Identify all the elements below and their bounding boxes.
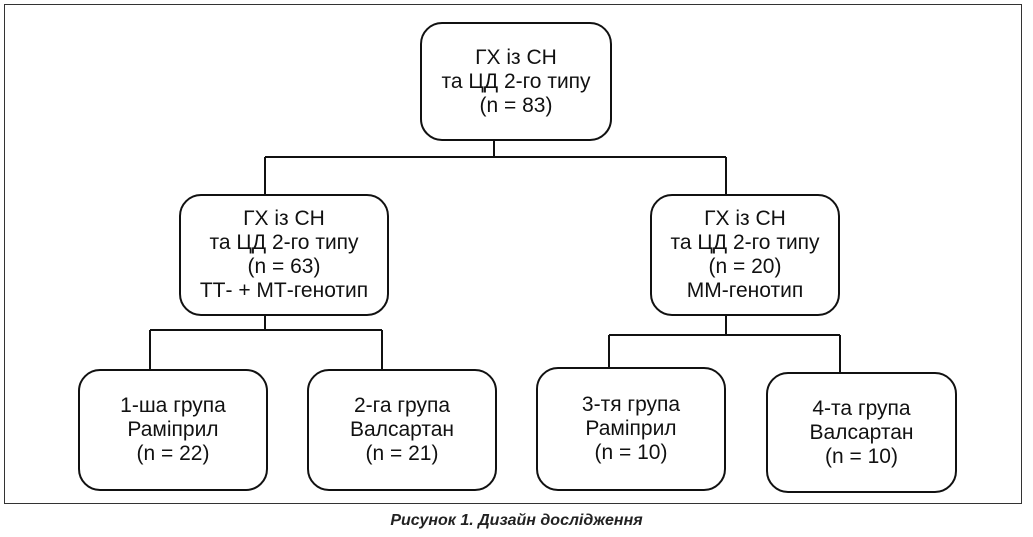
node-group-4-line-1: 4-та група — [812, 396, 911, 420]
node-group-2-line-3: (n = 21) — [365, 442, 439, 465]
node-right: ГХ із СН та ЦД 2-го типу (n = 20) ММ-ген… — [650, 194, 840, 316]
node-group-3-line-2: Раміприл — [585, 417, 677, 440]
node-group-1-line-3: (n = 22) — [136, 442, 210, 465]
node-root: ГХ із СН та ЦД 2-го типу (n = 83) — [420, 22, 612, 141]
node-group-4-line-2: Валсартан — [809, 420, 914, 444]
figure-frame — [4, 4, 1022, 504]
node-group-3-line-3: (n = 10) — [594, 441, 668, 464]
node-group-2-line-2: Валсартан — [350, 418, 454, 441]
node-right-line-1: ГХ із СН — [704, 207, 786, 230]
node-group-2: 2-га група Валсартан (n = 21) — [307, 369, 497, 491]
node-left-line-3: (n = 63) — [247, 255, 321, 278]
node-root-line-3: (n = 83) — [479, 93, 553, 117]
node-left-line-1: ГХ із СН — [243, 207, 325, 230]
node-group-4: 4-та група Валсартан (n = 10) — [766, 372, 957, 493]
node-left: ГХ із СН та ЦД 2-го типу (n = 63) ТТ- + … — [179, 194, 389, 316]
node-root-line-1: ГХ із СН — [475, 45, 557, 69]
figure-caption: Рисунок 1. Дизайн дослідження — [390, 512, 643, 529]
node-group-1-line-2: Раміприл — [127, 418, 219, 441]
node-left-line-4: ТТ- + МТ-генотип — [199, 279, 369, 302]
node-group-2-line-1: 2-га група — [353, 394, 451, 417]
node-group-1-line-1: 1-ша група — [120, 394, 226, 417]
node-group-3-line-1: 3-тя група — [581, 393, 681, 416]
node-right-line-4: ММ-генотип — [686, 279, 804, 302]
node-group-4-line-3: (n = 10) — [825, 444, 898, 468]
node-group-3: 3-тя група Раміприл (n = 10) — [536, 367, 726, 491]
node-left-line-2: та ЦД 2-го типу — [209, 231, 359, 254]
node-right-line-2: та ЦД 2-го типу — [670, 231, 820, 254]
node-root-line-2: та ЦД 2-го типу — [441, 69, 591, 93]
node-group-1: 1-ша група Раміприл (n = 22) — [78, 369, 268, 491]
node-right-line-3: (n = 20) — [708, 255, 782, 278]
